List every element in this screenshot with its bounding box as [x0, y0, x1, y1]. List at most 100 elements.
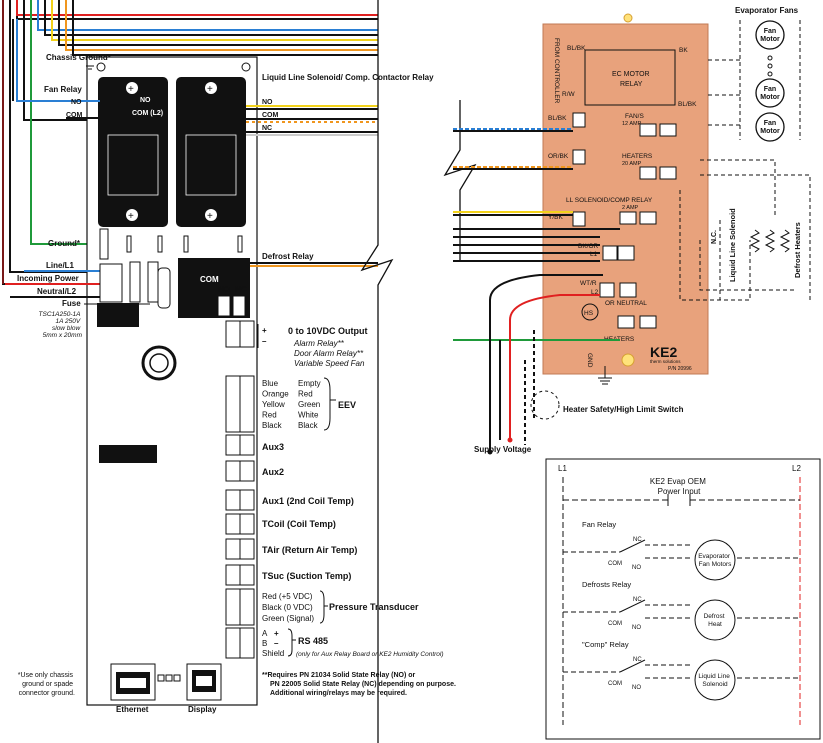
rung3-nc: NC: [633, 657, 642, 663]
hs-label: HS: [584, 310, 594, 317]
heater-safety-switch: [530, 390, 560, 420]
fuse-note: TSC1A250-1A 1A 250V slow blow 5mm x 20mm: [39, 311, 83, 339]
neutral-l2-label: Neutral/L2: [37, 287, 77, 296]
fan-s-label: FAN/S: [625, 113, 644, 120]
rs485-note: (only for Aux Relay Board or KE2 Humidit…: [296, 651, 444, 658]
relay1-no-label: NO: [140, 97, 151, 104]
svg-text:Motor: Motor: [760, 128, 780, 135]
terminal-blocks: [225, 320, 255, 659]
rung3-com: COM: [608, 681, 622, 687]
rung2-title: Defrosts Relay: [582, 580, 631, 589]
ll-amp-label: 2 AMP: [622, 205, 639, 211]
chassis-note: *Use only chassis ground or spade connec…: [18, 672, 75, 697]
rung1: [563, 539, 800, 581]
pt-items: Red (+5 VDC) Black (0 VDC) Green (Signal…: [262, 592, 315, 623]
board-bk: BK: [679, 47, 688, 54]
rung1-load: Evaporator Fan Motors: [698, 553, 732, 568]
fan-chain-dots: [767, 55, 773, 77]
relay3-no-label: NO: [218, 285, 230, 294]
ladder-l1: L1: [558, 464, 567, 473]
requires-note: **Requires PN 21034 Solid State Relay (N…: [262, 672, 458, 697]
fan-relay-com: COM: [66, 112, 83, 119]
svg-text:+: +: [128, 84, 134, 95]
svg-text:Fan: Fan: [764, 86, 776, 93]
fan-relay-no: NO: [71, 99, 82, 106]
header-pins: [126, 235, 243, 253]
tsuc-label: TSuc (Suction Temp): [262, 571, 351, 581]
fan-relay-block: + +: [98, 77, 168, 227]
mount-hole-tr: [241, 62, 251, 72]
out-0-10-label: 0 to 10VDC Output: [288, 326, 368, 336]
relay-wires: [66, 100, 378, 136]
ll-relay-board-label: LL SOLENOID/COMP RELAY: [566, 197, 653, 204]
pt-brace: [319, 590, 328, 624]
ladder-frame: [545, 458, 821, 740]
ec-motor-relay: EC MOTOR RELAY: [584, 49, 676, 106]
board-bl-bk: BL/BK: [567, 45, 586, 52]
heater-safety-label: Heater Safety/High Limit Switch: [563, 405, 684, 414]
hs-circle: [581, 303, 599, 321]
rung2-com: COM: [608, 621, 622, 627]
relay3-nc-terminal: [232, 295, 246, 317]
rung1-com: COM: [608, 561, 622, 567]
rs-signs: + –: [274, 629, 281, 648]
gnd-label: GND: [586, 353, 593, 368]
relay3-com-label: COM: [200, 275, 219, 284]
rung1-nc: NC: [633, 537, 642, 543]
rs-brace: [287, 628, 296, 657]
power-input-label: KE2 Evap OEM Power Input: [650, 477, 708, 496]
eev-brace: [323, 377, 336, 431]
rung2-no: NO: [632, 625, 641, 631]
ladder-l2: L2: [792, 464, 801, 473]
ground-terminal: [99, 228, 109, 260]
defrost-relay-label: Defrost Relay: [262, 252, 314, 261]
inductor: [99, 445, 157, 463]
rung1-title: Fan Relay: [582, 520, 616, 529]
mount-hole-tl: [96, 62, 106, 72]
pressure-label: Pressure Transducer: [329, 602, 419, 612]
heat-amp-label: 20 AMP: [622, 161, 642, 167]
svg-text:Fan: Fan: [764, 28, 776, 35]
board-terminals: [572, 112, 677, 329]
rung3-load: Liquid Line Solenoid: [698, 673, 731, 688]
svg-text:Fan: Fan: [764, 120, 776, 127]
gnd-screw: [621, 353, 635, 367]
display-label: Display: [188, 705, 217, 714]
or-bk-label: OR/BK: [548, 153, 569, 160]
heaters-label: HEATERS: [622, 153, 653, 160]
relay1-coml2-label: COM (L2): [132, 110, 163, 117]
ethernet-label: Ethernet: [116, 705, 149, 714]
rung3-no: NO: [632, 685, 641, 691]
svg-text:+: +: [128, 211, 134, 222]
svg-text:+: +: [207, 84, 213, 95]
eev-left: Blue Orange Yellow Red Black: [262, 379, 291, 430]
status-leds: [157, 674, 181, 682]
fan-motor-1: Fan Motor: [755, 20, 785, 50]
defrost-heaters-resistors: [749, 229, 791, 253]
l2-board-label: L2: [591, 289, 599, 296]
svg-text:+: +: [207, 211, 213, 222]
rung3-title: "Comp" Relay: [582, 640, 629, 649]
ll-relay-com: COM: [262, 112, 279, 119]
ground-symbol: [598, 366, 612, 385]
tcoil-label: TCoil (Coil Temp): [262, 519, 336, 529]
evap-fans-title: Evaporator Fans: [735, 6, 799, 15]
eev-right: Empty Red Green White Black: [298, 379, 323, 430]
ground-label: Ground*: [48, 239, 81, 248]
rung2-load: Defrost Heat: [704, 613, 727, 628]
nc-label: N.C.: [711, 230, 718, 244]
rs-items: A B Shield: [262, 629, 284, 658]
rung1-no: NO: [632, 565, 641, 571]
bk-or-label: BK/OR: [578, 243, 599, 250]
chassis-ground-label: Chassis Ground*: [46, 53, 112, 62]
transformer: [97, 303, 139, 327]
relay3-nc-label: NC: [235, 285, 247, 294]
ll-solenoid-label: Liquid Line Solenoid: [728, 208, 737, 282]
display-port: [186, 663, 222, 701]
fan-relay-label: Fan Relay: [44, 85, 82, 94]
supply-terminal-red: [507, 437, 513, 443]
out-plus: +: [262, 326, 267, 335]
rung2: [563, 599, 800, 641]
fan-motor-2: Fan Motor: [755, 78, 785, 108]
